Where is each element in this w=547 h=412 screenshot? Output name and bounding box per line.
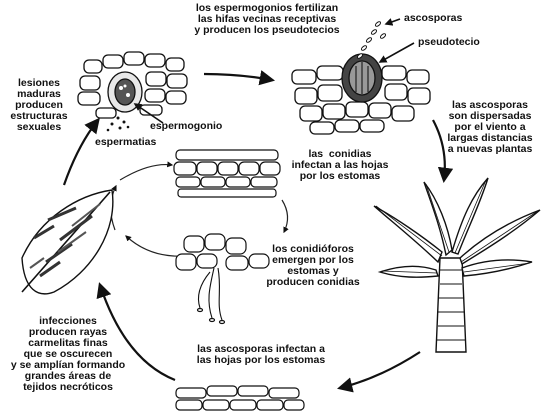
label-espermatias: espermatias xyxy=(95,137,156,148)
label-ascosporas: ascosporas xyxy=(404,13,462,24)
spermatia-dots xyxy=(107,117,130,132)
conidiophore-tissue xyxy=(176,234,269,324)
conidia-leaf-section xyxy=(174,150,280,197)
arrow-bottom-right xyxy=(340,352,420,388)
inner-arrow-right xyxy=(282,200,288,232)
label-infecciones: infecciones producen rayas carmelitas fi… xyxy=(4,316,132,393)
pointer-ascosporas xyxy=(386,19,400,24)
label-espermogonios-fertilizan: los espermogonios fertilizan las hifas v… xyxy=(172,3,362,36)
pseudothecium-tissue xyxy=(292,54,430,134)
inner-arrow-top xyxy=(120,165,172,180)
label-conidias-infectan: las conidias infectan a las hojas por lo… xyxy=(280,149,400,182)
label-conidioforos: los conidióforos emergen por los estomas… xyxy=(258,244,368,288)
label-espermogonio: espermogonio xyxy=(150,121,222,132)
label-ascosporas-infectan: las ascosporas infectan a las hojas por … xyxy=(176,344,346,366)
bottom-leaf-tissue xyxy=(176,386,304,410)
inner-arrow-bottom xyxy=(126,236,185,256)
pointer-pseudotecio xyxy=(380,43,414,62)
label-lesiones-maduras: lesiones maduras producen estructuras se… xyxy=(4,78,74,133)
banana-plant xyxy=(374,178,540,352)
spermogonium-tissue xyxy=(78,52,187,118)
diseased-leaf xyxy=(22,190,113,294)
label-pseudotecio: pseudotecio xyxy=(418,37,480,48)
arrow-top xyxy=(204,74,272,80)
label-dispersadas: las ascosporas son dispersadas por el vi… xyxy=(436,100,544,155)
